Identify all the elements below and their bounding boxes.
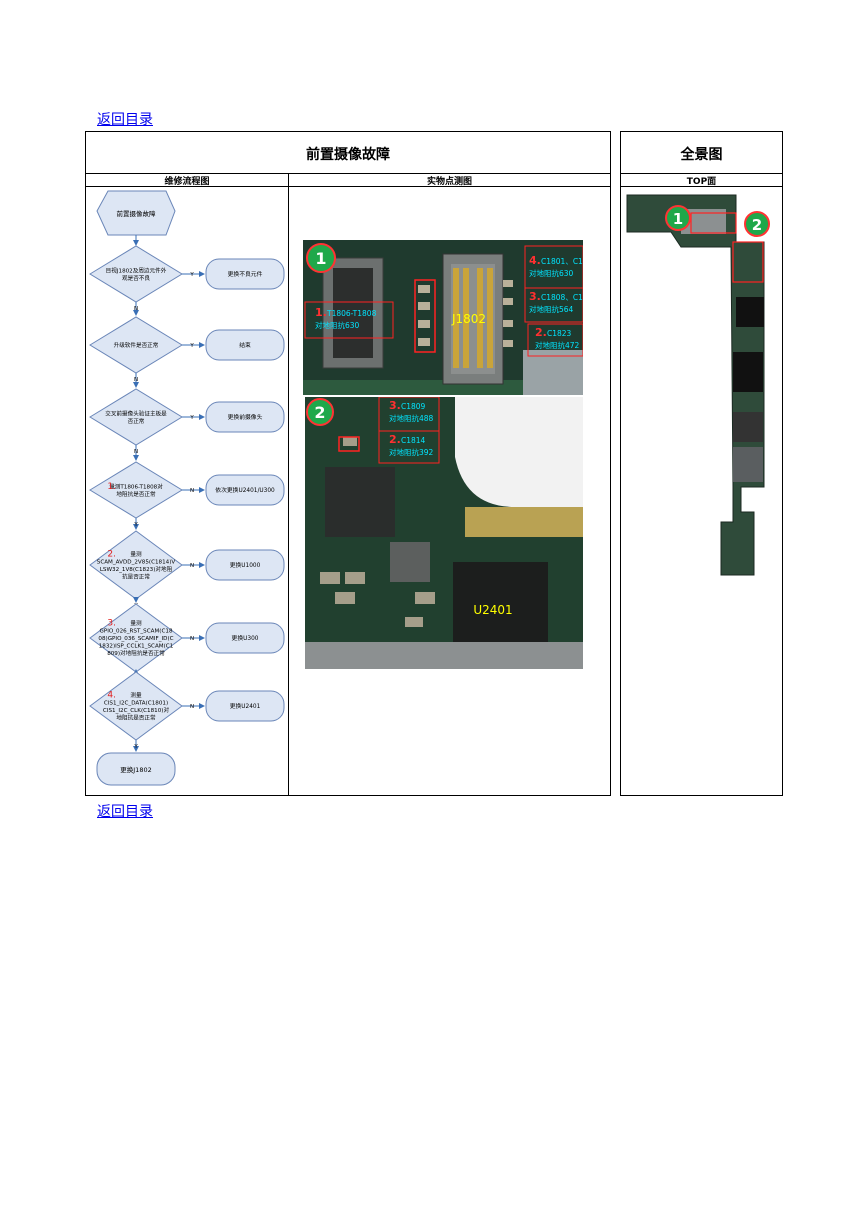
flow-start-label: 前置摄像故障: [117, 209, 157, 218]
photo2-badge: [306, 398, 334, 426]
flow-branch-label: Y: [189, 415, 194, 421]
flow-end-node: [96, 752, 176, 786]
flow-action-node: [205, 622, 285, 654]
flow-branch-label: N: [190, 563, 194, 569]
flow-action-label: 更换U300: [232, 634, 259, 642]
photo-label-text: 对地阻抗392: [389, 447, 434, 457]
flow-action-label: 更换U1000: [230, 561, 261, 569]
pcb-photo-2: 2 U2401 3.C1809 对地阻抗488 2.C1814 对地阻抗392: [305, 397, 583, 669]
flow-start-node: [96, 190, 176, 236]
flow-branch-label: N: [190, 704, 194, 710]
flow-branch-label: Y: [189, 343, 194, 349]
col-top-header: TOP面: [686, 177, 717, 187]
flow-decision-text: GPIO_026_RST_SCAM(C18: [100, 629, 173, 635]
pcb-photo-1: 1 J1802 1.T1806-T1808对地阻抗6304.C1801、C181…: [303, 240, 583, 395]
flow-decision-text: CIS1_I2C_CLK(C1810)对: [103, 706, 170, 714]
back-to-index-link[interactable]: 返回目录: [97, 112, 153, 128]
chip-label-u2401: U2401: [473, 603, 512, 617]
photo-label-number: 1.: [315, 306, 327, 319]
flow-step-number: 2.: [107, 549, 116, 559]
flow-decision-text: 测量: [130, 691, 142, 699]
flow-step-number: 4.: [107, 690, 116, 700]
col-flow-header: 维修流程图: [164, 177, 210, 187]
flow-action-node: [205, 401, 285, 433]
flow-decision-text: LSW32_1V8(C1823)对地阻: [100, 565, 173, 573]
flow-action-node: [205, 329, 285, 361]
flow-action-label: 结束: [239, 341, 251, 349]
flow-action-node: [205, 258, 285, 290]
flow-decision-text: 量测: [130, 550, 142, 558]
photo-label-text: C1809: [401, 402, 426, 411]
flow-action-node: [205, 690, 285, 722]
photo-label-number: 3.: [389, 399, 401, 412]
flow-down-label: N: [134, 306, 138, 312]
flow-step-number: 1.: [107, 482, 116, 492]
overview-badge-2: [744, 211, 770, 237]
flow-decision-text: 观是否不良: [122, 274, 150, 282]
main-title: 前置摄像故障: [306, 147, 390, 163]
photo-label-number: 2.: [389, 433, 401, 446]
flow-decision-text: 升级软件是否正常: [114, 341, 159, 349]
flow-action-node: [205, 474, 285, 506]
back-to-index-link-bottom[interactable]: 返回目录: [97, 804, 153, 820]
photo-label-text: C1823: [547, 329, 572, 338]
flow-action-node: [205, 549, 285, 581]
flow-decision-text: 809)对地阻抗是否正常: [107, 649, 165, 657]
flow-action-label: 更换不良元件: [228, 270, 263, 278]
photo-label-text: 对地阻抗630: [529, 268, 574, 278]
pcb-overview: 1 2: [626, 194, 770, 576]
flow-decision-text: 量测T1806-T1808对: [109, 482, 163, 490]
connector-label-j1802: J1802: [451, 312, 486, 326]
overview-title: 全景图: [680, 147, 723, 163]
photo-label-text: T1806-T1808: [326, 309, 377, 318]
photo-label-number: 3.: [529, 290, 541, 303]
flow-decision-text: SCAM_AVDD_2V85(C1814)V: [97, 559, 176, 565]
flow-end-label: 更换J1802: [120, 765, 151, 774]
photo-label-number: 2.: [535, 326, 547, 339]
flow-branch-label: Y: [189, 272, 194, 278]
flow-action-label: 依次更换U2401/U300: [215, 486, 275, 494]
flow-decision-text: CIS1_I2C_DATA(C1801): [104, 700, 168, 706]
photo-label-text: 对地阻抗488: [389, 413, 434, 423]
photo-label-text: 对地阻抗472: [535, 340, 580, 350]
flow-branch-label: N: [190, 636, 194, 642]
flow-decision-text: 量测: [130, 619, 142, 627]
flow-branch-label: N: [190, 488, 194, 494]
flow-down-label: Y: [133, 744, 138, 750]
flow-decision-text: 目视J1802及周边元件外: [106, 266, 167, 274]
photo-label-text: C1814: [401, 436, 426, 445]
flow-decision-text: 否正常: [128, 417, 145, 425]
flow-down-label: N: [134, 449, 138, 455]
photo-label-number: 4.: [529, 254, 541, 267]
photo-label-text: 对地阻抗630: [315, 320, 360, 330]
photo1-badge-number: 1: [315, 249, 326, 268]
overview-badge-1-number: 1: [673, 210, 683, 228]
photo2-badge-number: 2: [314, 403, 325, 422]
flow-decision-text: 08)GPIO_036_SCAMIF_ID(C: [98, 636, 173, 642]
overview-badge-1: [665, 205, 691, 231]
photo-label-text: 对地阻抗564: [529, 304, 574, 314]
flow-down-label: Y: [133, 522, 138, 528]
flow-down-label: N: [134, 377, 138, 383]
flow-decision-text: 地阻抗是否正常: [116, 490, 156, 498]
photo-label-text: C1801、C1810: [541, 257, 583, 266]
col-photo-header: 实物点测图: [426, 177, 472, 187]
overview-badge-2-number: 2: [752, 216, 762, 234]
flow-decision-text: 抗是否正常: [122, 572, 150, 580]
flow-action-label: 更换U2401: [230, 702, 261, 710]
flow-action-label: 更换前摄像头: [228, 413, 263, 421]
flow-step-number: 3.: [107, 619, 116, 629]
flow-decision-text: 地阻抗是否正常: [116, 713, 156, 721]
photo1-badge: [306, 243, 336, 273]
flow-decision-text: 1832)ISP_CCLK1_SCAM(C1: [99, 644, 174, 650]
flow-decision-text: 交叉前摄像头验证主板是: [105, 409, 167, 417]
